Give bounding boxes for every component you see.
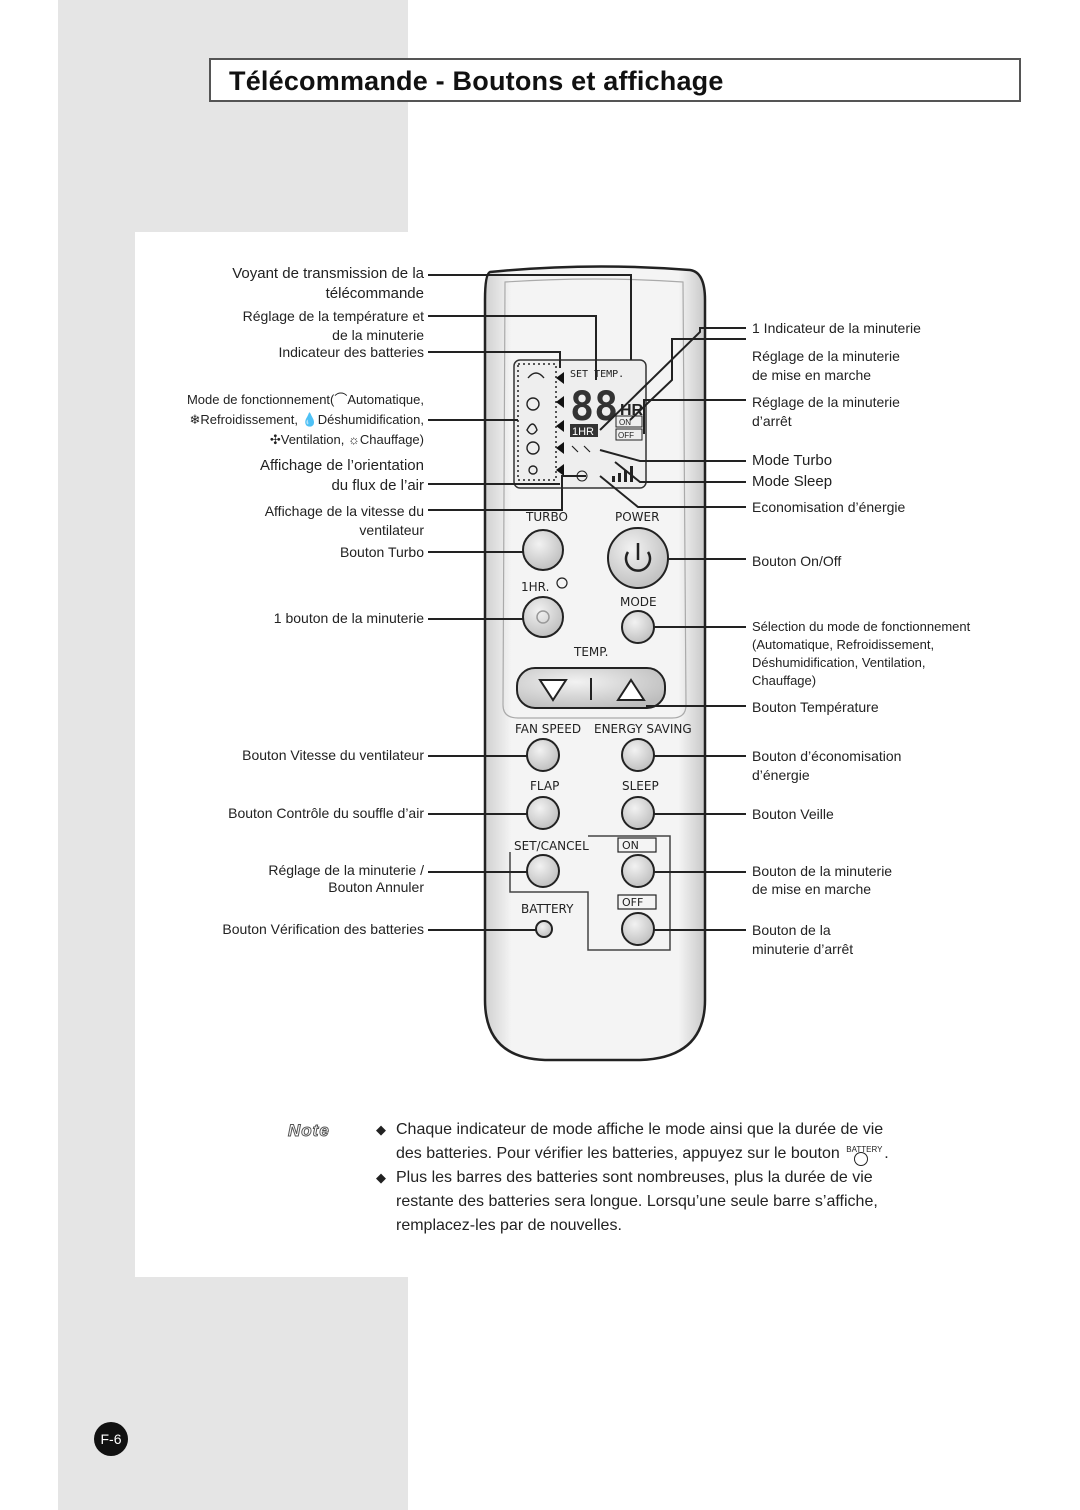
label-energy-saving: Economisation d’énergie: [752, 499, 906, 515]
lcd-off: OFF: [618, 431, 634, 440]
remote-mode-label: MODE: [620, 595, 657, 609]
flap-button[interactable]: [526, 796, 560, 830]
label-turbo-button: Bouton Turbo: [339, 544, 424, 560]
dry-mode-icon: 💧: [301, 412, 318, 427]
label-flap-button: Bouton Contrôle du souffle d’air: [228, 805, 424, 821]
note-paragraph-2: ◆Plus les barres des batteries sont nomb…: [376, 1169, 878, 1234]
remote-power-label: POWER: [615, 510, 659, 524]
remote-on-label: ON: [622, 839, 639, 852]
temp-up-icon: [616, 678, 646, 701]
remote-sleep-label: SLEEP: [622, 779, 659, 793]
remote-turbo-label: TURBO: [525, 510, 568, 524]
remote-setcancel-label: SET/CANCEL: [514, 839, 589, 853]
label-turbo-mode: Mode Turbo: [752, 452, 833, 469]
remote-temp-label: TEMP.: [573, 645, 608, 659]
label-operation-mode: Mode de fonctionnement(⌒Automatique, ❄Re…: [186, 392, 424, 447]
mode-arrows: [556, 372, 564, 476]
lcd-1hr: 1HR: [572, 426, 594, 438]
remote-1hr-label: 1HR.: [521, 580, 549, 594]
fan-speed-button[interactable]: [526, 738, 560, 772]
battery-button[interactable]: [535, 920, 553, 938]
lcd-set-temp: SET TEMP.: [570, 369, 624, 380]
label-temp-button: Bouton Température: [752, 699, 879, 715]
mode-button[interactable]: [621, 610, 655, 644]
remote-fanspeed-label: FAN SPEED: [515, 722, 581, 736]
lcd-on: ON: [619, 418, 631, 427]
remote-off-label: OFF: [622, 896, 643, 909]
power-icon: [624, 551, 652, 572]
on-timer-button[interactable]: [621, 854, 655, 888]
lcd-display: SET TEMP. 88 HR 1HR ON OFF: [513, 359, 647, 489]
label-fan-speed-button: Bouton Vitesse du ventilateur: [242, 747, 424, 763]
label-battery-button: Bouton Vérification des batteries: [222, 921, 424, 937]
lcd-digits: 88: [570, 384, 618, 430]
label-sleep-button: Bouton Veille: [752, 806, 834, 822]
turbo-button[interactable]: [522, 529, 564, 571]
remote-flap-label: FLAP: [530, 779, 559, 793]
label-on-off-button: Bouton On/Off: [752, 553, 842, 569]
temp-rocker[interactable]: [516, 667, 666, 709]
page-title: Télécommande - Boutons et affichage: [229, 66, 724, 96]
mode-icons: [526, 372, 545, 475]
cool-mode-icon: ❄: [189, 412, 201, 427]
lcd-hr: HR: [620, 402, 644, 419]
heat-mode-icon: ☼: [347, 432, 360, 447]
off-timer-button[interactable]: [621, 912, 655, 946]
remote-battery-label: BATTERY: [521, 902, 574, 916]
label-sleep-mode: Mode Sleep: [752, 473, 833, 490]
title-box: Télécommande - Boutons et affichage: [209, 58, 1021, 102]
note-title: Note: [288, 1121, 330, 1141]
energy-saving-button[interactable]: [621, 738, 655, 772]
label-one-hr-indicator: 1 Indicateur de la minuterie: [752, 320, 921, 336]
one-hr-button[interactable]: [522, 596, 564, 638]
label-one-hr-button: 1 bouton de la minuterie: [273, 610, 424, 626]
temp-down-icon: [538, 679, 568, 702]
fan-mode-icon: ✣: [269, 432, 281, 447]
label-set-cancel: Réglage de la minuterie /Bouton Annuler: [268, 862, 424, 895]
auto-mode-icon: ⌒: [334, 392, 348, 407]
label-mode-select: Sélection du mode de fonctionnement(Auto…: [752, 619, 971, 688]
leader-lines-left: [428, 274, 632, 931]
note-paragraph-1: ◆Chaque indicateur de mode affiche le mo…: [376, 1118, 889, 1166]
set-cancel-button[interactable]: [526, 854, 560, 888]
leader-lines-right: [599, 327, 746, 931]
remote-energy-label: ENERGY SAVING: [594, 722, 692, 736]
sleep-button[interactable]: [621, 796, 655, 830]
battery-button-icon: BATTERY: [844, 1144, 884, 1166]
label-battery-indicator: Indicateur des batteries: [278, 344, 424, 360]
page-number: F-6: [94, 1422, 128, 1456]
